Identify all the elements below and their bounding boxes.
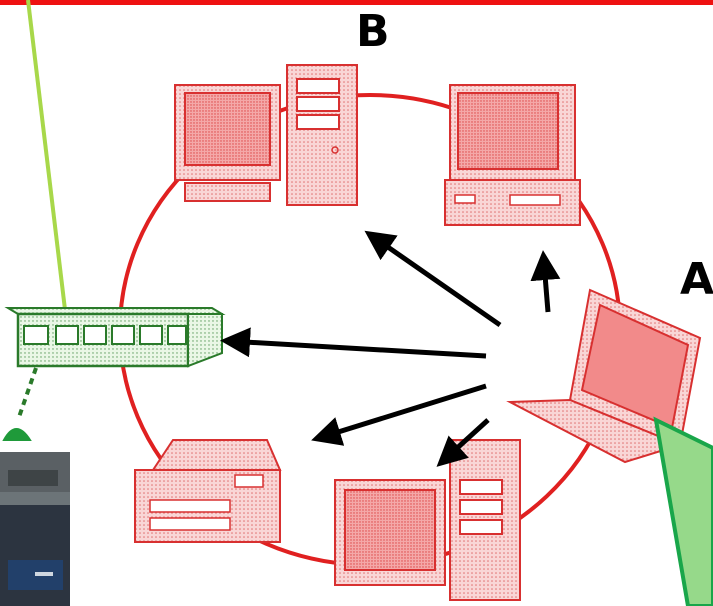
arrow-to-printer bbox=[311, 383, 487, 446]
arrow-to-computer-bottom bbox=[436, 418, 490, 467]
desktop-computer-icon bbox=[334, 439, 521, 601]
bell-icon bbox=[2, 428, 32, 441]
callout-pointer bbox=[653, 416, 713, 606]
dashed-link bbox=[16, 367, 38, 421]
uplink-line bbox=[26, 0, 68, 319]
printer-icon bbox=[134, 439, 282, 543]
arrow-to-computer-top-right bbox=[530, 250, 561, 313]
top-border-bar bbox=[0, 0, 713, 5]
network-switch-icon bbox=[4, 307, 226, 368]
photo-thumbnail bbox=[0, 452, 70, 606]
node-label-a: A bbox=[680, 254, 713, 305]
node-label-b: B bbox=[356, 6, 390, 57]
desktop-computer-icon bbox=[174, 64, 358, 206]
arrow-to-computer-b bbox=[364, 230, 502, 328]
desktop-computer-icon bbox=[444, 84, 581, 226]
arrow-to-switch bbox=[220, 327, 487, 359]
laptop-icon bbox=[506, 288, 702, 464]
broadcast-arrows bbox=[220, 230, 561, 467]
